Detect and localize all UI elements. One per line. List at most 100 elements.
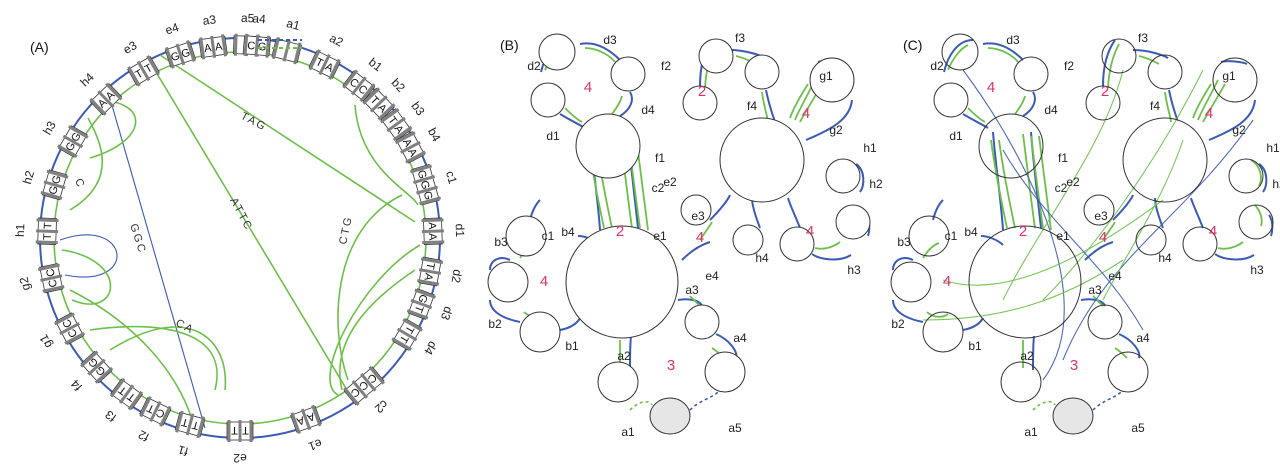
- site-label-e4: e4: [1108, 269, 1122, 283]
- site-label-d2: d2: [930, 59, 944, 73]
- blue-edge: [559, 317, 581, 331]
- site-label-b3: b3: [494, 235, 508, 249]
- stem-bar: [409, 164, 432, 174]
- loop-circle: [1238, 204, 1274, 240]
- stem-bar: [127, 66, 141, 87]
- loop-circle: [809, 57, 855, 103]
- stem-bar: [105, 82, 123, 101]
- base-letter: A: [421, 272, 434, 282]
- blue-edge: [805, 99, 853, 141]
- green-edge: [1164, 91, 1172, 123]
- blue-edge: [811, 253, 852, 261]
- site-label-e3: e3: [1094, 209, 1108, 223]
- blue-edge: [489, 257, 511, 271]
- stem-bar: [118, 384, 135, 404]
- site-label-f2: f2: [136, 427, 151, 444]
- stem-bar: [362, 87, 381, 105]
- stem-bar: [402, 318, 423, 332]
- stem-bar: [342, 69, 359, 89]
- site-label-d3: d3: [603, 33, 617, 47]
- site-label-f4: f4: [747, 99, 757, 113]
- stem-bar: [350, 76, 367, 96]
- base-letter: T: [231, 424, 238, 436]
- seq-label-attc: ATTC: [227, 196, 254, 233]
- blue-edge: [855, 163, 865, 193]
- green-edge: [1022, 133, 1036, 229]
- loop-graph-c: 42424443d3d2d4d1f3f2f4g1g2f1h1h2c2c1e2e1…: [890, 31, 1280, 439]
- threaded-strand: [942, 199, 1164, 286]
- loop-number: 2: [1019, 223, 1027, 240]
- green-edge: [990, 139, 1008, 229]
- stem-bar: [386, 116, 406, 133]
- blue-edge: [619, 91, 633, 117]
- green-edge: [789, 83, 809, 119]
- site-label-e1: e1: [306, 436, 324, 454]
- loop-circle: [779, 226, 815, 262]
- chord-tag: [159, 54, 416, 223]
- threaded-strand: [1002, 149, 1144, 331]
- stem-bar: [233, 33, 238, 56]
- site-label-a4: a4: [252, 11, 267, 26]
- stem-bar: [311, 404, 322, 427]
- panel-b-title: (B): [500, 37, 519, 53]
- loop-circle: [538, 33, 576, 71]
- site-label-b4: b4: [561, 225, 575, 239]
- loop-number: 4: [943, 273, 951, 290]
- site-label-b2: b2: [389, 76, 409, 96]
- stem-bar: [36, 229, 59, 234]
- green-edge: [1217, 241, 1244, 250]
- site-label-h4: h4: [1158, 251, 1172, 265]
- loop-circle: [1107, 351, 1149, 393]
- base-letter: A: [305, 410, 317, 424]
- green-edge: [1030, 135, 1044, 229]
- blue-edge: [1132, 49, 1169, 59]
- site-label-a2: a2: [1020, 349, 1034, 363]
- green-edge: [922, 242, 940, 259]
- site-label-e2: e2: [1066, 175, 1080, 189]
- stem-bar: [290, 412, 301, 434]
- site-label-d4: d4: [421, 339, 440, 358]
- base-letter: T: [191, 418, 201, 431]
- site-label-f1: f1: [655, 151, 665, 165]
- stem-bar: [282, 39, 291, 62]
- stem-bar: [318, 53, 331, 76]
- site-label-b3: b3: [408, 99, 427, 118]
- site-b4: AA: [394, 131, 426, 164]
- stem-bar: [238, 420, 242, 442]
- loop-circle: [680, 194, 712, 226]
- blue-edge: [1102, 39, 1116, 87]
- base-letter: G: [415, 169, 429, 181]
- stem-bar: [249, 420, 253, 442]
- site-label-f4: f4: [68, 377, 85, 394]
- stem-bar: [54, 312, 75, 326]
- stem-bar: [379, 107, 400, 124]
- stem-bar: [185, 413, 195, 436]
- site-label-b1: b1: [366, 55, 385, 74]
- threaded-strand: [1002, 69, 1124, 301]
- stem-bar: [40, 190, 63, 200]
- stem-bar: [308, 49, 321, 71]
- loop-circle: [1087, 304, 1123, 340]
- site-label-g1: g1: [819, 69, 833, 83]
- junction-circle: [575, 113, 641, 179]
- panel-c-title: (C): [903, 37, 922, 53]
- site-label-b4: b4: [964, 225, 978, 239]
- stem-bar: [394, 131, 416, 145]
- stem-bar: [175, 43, 186, 66]
- site-label-d4: d4: [1044, 103, 1058, 117]
- green-edge: [584, 47, 616, 63]
- dashed-edge: [1032, 400, 1056, 411]
- seq-label-tag: TAG: [239, 110, 269, 134]
- stem-bar: [68, 125, 89, 139]
- stem-bar: [410, 298, 433, 310]
- hairpin-node: [1052, 397, 1094, 435]
- blue-edge: [579, 42, 621, 61]
- site-label-c2: c2: [372, 397, 391, 416]
- stem-bar: [300, 408, 312, 431]
- blue-edge: [1214, 253, 1255, 261]
- green-edge: [1014, 95, 1026, 115]
